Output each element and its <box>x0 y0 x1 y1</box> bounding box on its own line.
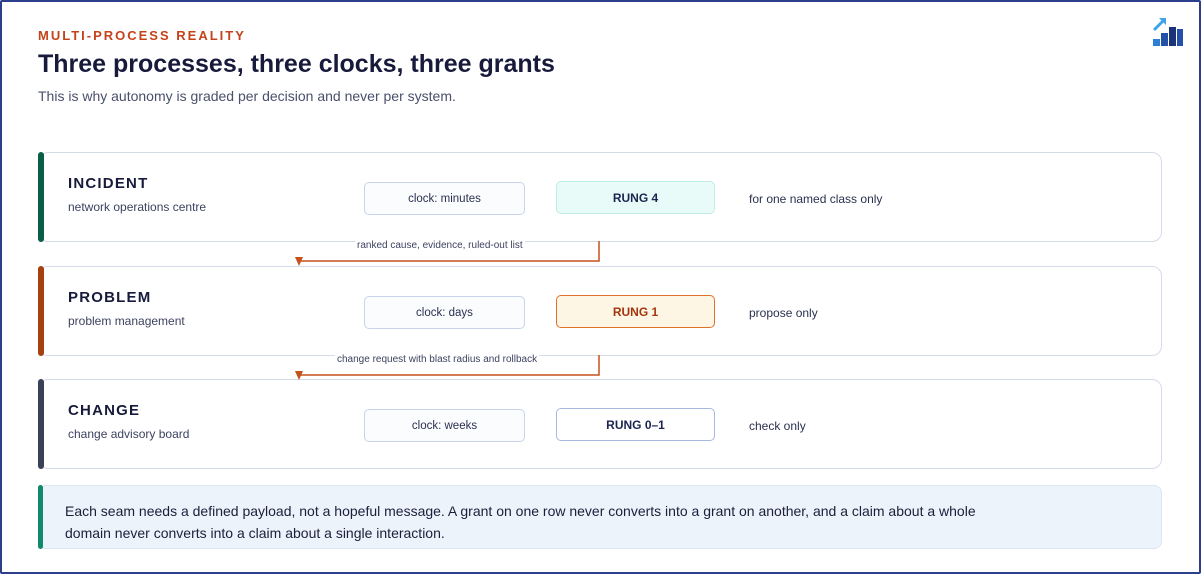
process-row-change: CHANGE change advisory board clock: week… <box>38 379 1162 469</box>
seam-payload-label: ranked cause, evidence, ruled-out list <box>355 240 525 251</box>
callout-note: Each seam needs a defined payload, not a… <box>38 485 1162 549</box>
grant-scope: propose only <box>749 306 818 320</box>
rising-stairs-arrow-icon <box>1152 18 1183 46</box>
process-name: INCIDENT <box>68 175 149 192</box>
rung-badge: RUNG 4 <box>556 181 715 214</box>
grant-scope: for one named class only <box>749 192 883 206</box>
clock-badge: clock: minutes <box>364 182 525 215</box>
page-subtitle: This is why autonomy is graded per decis… <box>38 88 456 104</box>
clock-badge: clock: weeks <box>364 409 525 442</box>
row-accent-bar <box>38 152 44 242</box>
rung-badge: RUNG 1 <box>556 295 715 328</box>
process-name: PROBLEM <box>68 289 152 306</box>
page-title: Three processes, three clocks, three gra… <box>38 50 555 78</box>
process-name: CHANGE <box>68 402 141 419</box>
note-text: Each seam needs a defined payload, not a… <box>65 503 976 541</box>
process-row-incident: INCIDENT network operations centre clock… <box>38 152 1162 242</box>
grant-scope: check only <box>749 419 806 433</box>
process-row-problem: PROBLEM problem management clock: days R… <box>38 266 1162 356</box>
process-owner: problem management <box>68 314 185 328</box>
row-accent-bar <box>38 379 44 469</box>
row-accent-bar <box>38 266 44 356</box>
eyebrow-label: MULTI-PROCESS REALITY <box>38 28 246 43</box>
process-owner: change advisory board <box>68 427 190 441</box>
process-owner: network operations centre <box>68 200 207 214</box>
rung-badge: RUNG 0–1 <box>556 408 715 441</box>
seam-payload-label: change request with blast radius and rol… <box>335 354 540 365</box>
note-accent-bar <box>38 485 43 549</box>
clock-badge: clock: days <box>364 296 525 329</box>
